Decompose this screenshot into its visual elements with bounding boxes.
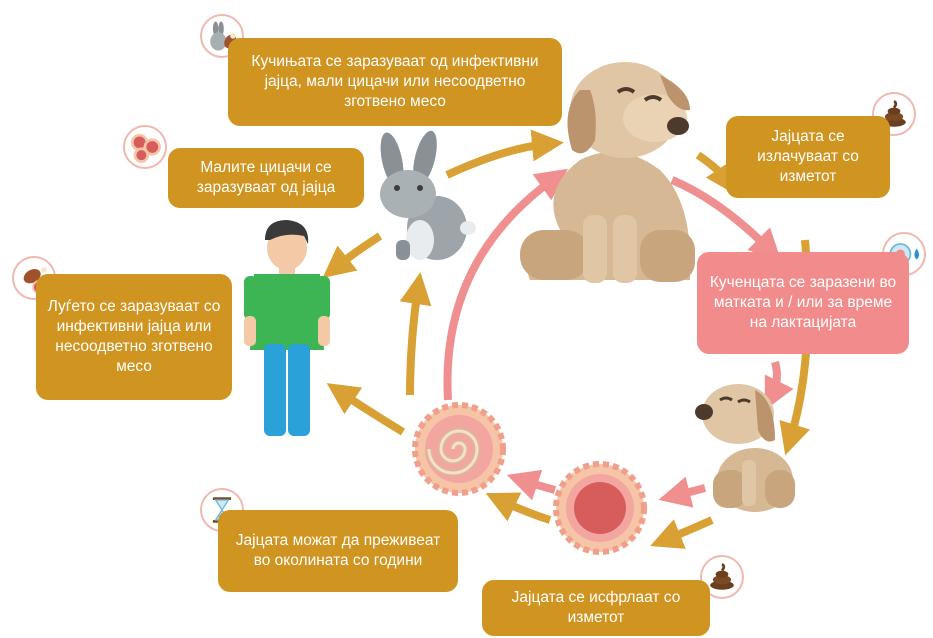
arrow-dog-to-excreted	[695, 151, 737, 196]
pink-arrow-dog-to-puppy	[670, 176, 782, 262]
box-eggs-expelled: Јајцата се исфрлаат со изметот	[482, 580, 710, 636]
egg-cells-icon	[123, 125, 167, 169]
pink-cycle-arrows	[443, 168, 794, 508]
arrow-egg-to-rabbit	[399, 272, 432, 396]
pink-arrow-egg-to-dog	[443, 168, 569, 401]
box-eggs-survive-text: Јајцата можат да преживеат во околината …	[235, 532, 441, 569]
box-small-mammals-text: Малите цицачи се заразуваат од јајца	[196, 159, 336, 196]
puppy	[695, 384, 795, 512]
arrow-rabbit-to-human	[322, 232, 383, 278]
pink-arrow-lower	[764, 360, 794, 411]
box-eggs-expelled-text: Јајцата се исфрлаат со изметот	[511, 589, 681, 626]
arrow-feces-to-egg	[485, 492, 552, 524]
box-dogs-infected: Кучињата се заразуваат од инфективни јај…	[228, 38, 562, 126]
unembryonated-egg	[553, 461, 647, 555]
box-dogs-infected-text: Кучињата се заразуваат од инфективни јај…	[251, 53, 539, 110]
rabbit-meat-icon	[200, 14, 244, 58]
rabbit	[380, 130, 476, 260]
larvated-egg	[412, 402, 506, 496]
pink-arrow-egg-to-egg	[506, 469, 557, 501]
box-eggs-excreted-text: Јајцата се излачуваат со изметот	[757, 128, 859, 185]
human-figure	[244, 220, 330, 436]
box-puppies-infected-text: Кученцата се заразени во матката и / или…	[709, 274, 897, 331]
arrow-rabbit-to-dog	[445, 129, 564, 179]
box-eggs-survive: Јајцата можат да преживеат во околината …	[218, 510, 458, 592]
adult-dog	[520, 62, 695, 283]
box-eggs-excreted: Јајцата се излачуваат со изметот	[726, 116, 890, 198]
feces-icon	[700, 555, 744, 599]
box-small-mammals: Малите цицачи се заразуваат од јајца	[168, 148, 364, 208]
box-puppies-infected: Кученцата се заразени во матката и / или…	[697, 252, 909, 354]
arrow-egg-to-human	[326, 383, 406, 436]
pink-arrow-puppy-to-egg	[658, 476, 707, 508]
arrow-puppy-to-feces	[650, 516, 714, 549]
box-people-infected: Луѓето се заразуваат со инфективни јајца…	[36, 274, 232, 400]
box-people-infected-text: Луѓето се заразуваат со инфективни јајца…	[47, 298, 221, 375]
